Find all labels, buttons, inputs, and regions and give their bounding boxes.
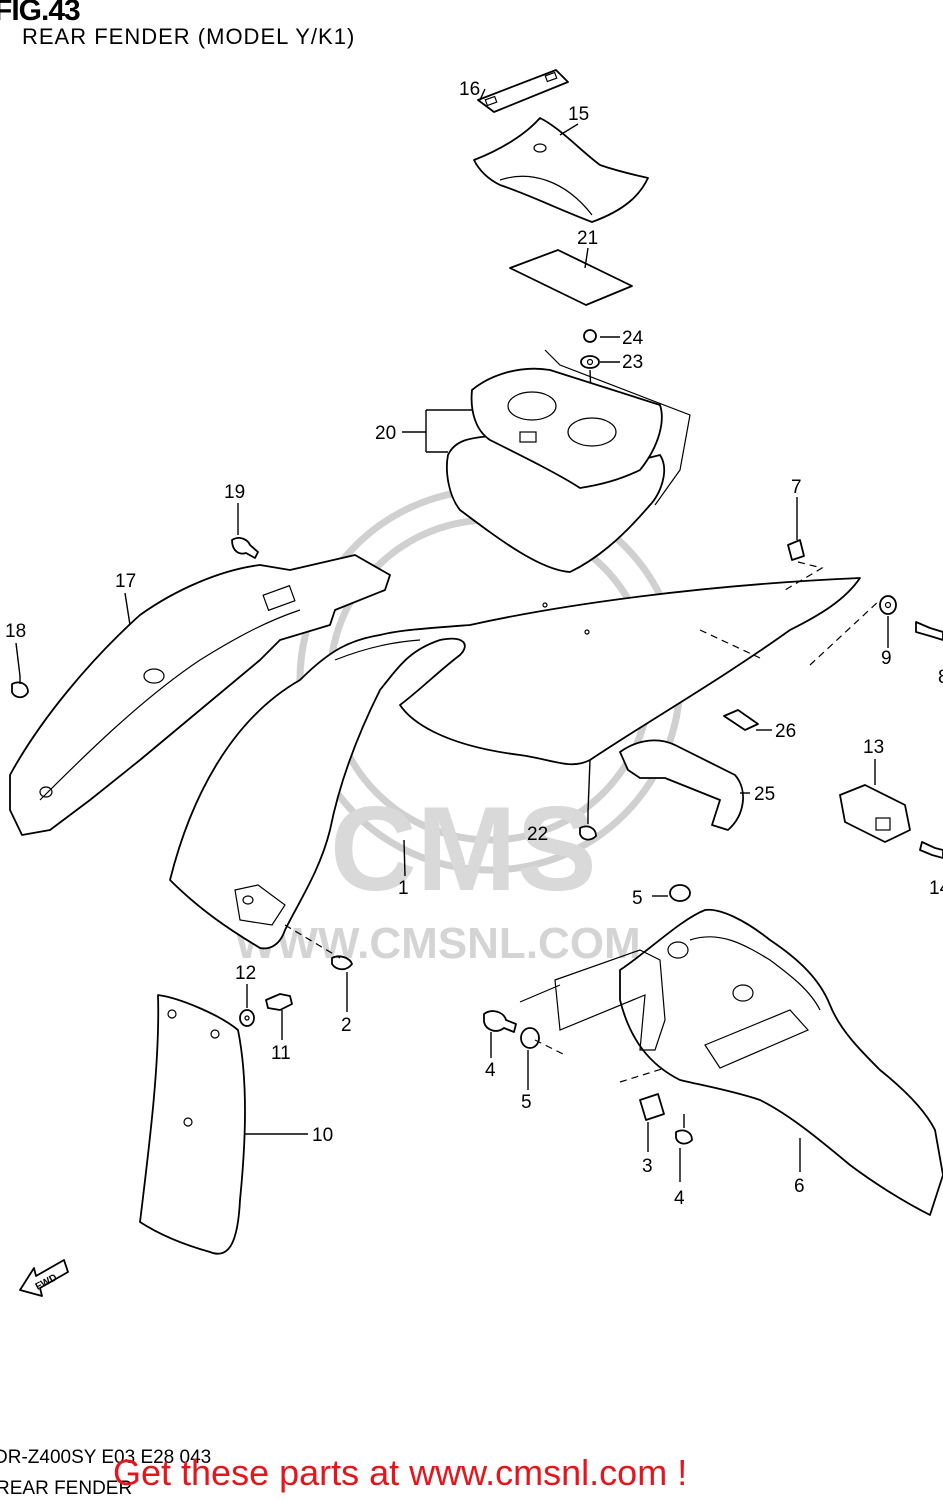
callout-7: 7 [791,477,802,498]
model-code: DR-Z400SY E03 E28 043 [0,1447,212,1468]
callout-25: 25 [754,784,775,805]
callout-26: 26 [775,721,796,742]
part-21-plate[interactable] [509,249,633,306]
part-6-bracket[interactable] [519,908,943,1216]
part-22-bolt[interactable] [579,812,597,841]
watermark: CMS WWW.CMSNL.COM [235,486,684,968]
callout-14: 14 [929,878,943,899]
callout-4a: 4 [485,1060,496,1081]
part-4-bolt-lower[interactable] [675,1114,693,1145]
callout-13: 13 [863,737,884,758]
callout-2: 2 [341,1015,352,1036]
part-23-washer[interactable] [580,355,600,369]
callout-19: 19 [224,482,245,503]
part-5-grommet-lower[interactable] [520,1027,540,1049]
callout-8: 8 [938,667,943,688]
part-18-bolt[interactable] [11,676,29,699]
part-12-washer[interactable] [239,1009,255,1027]
watermark-brand: CMS [330,782,597,916]
watermark-url: WWW.CMSNL.COM [235,919,641,968]
part-5-grommet-upper[interactable] [669,884,691,902]
callout-18: 18 [5,621,26,642]
section-name: REAR FENDER [0,1478,133,1499]
callout-5a: 5 [632,888,643,909]
callout-20: 20 [375,423,396,444]
figure-number: FIG.43 [0,0,81,27]
part-16-strap[interactable] [477,69,569,113]
figure-title: REAR FENDER (MODEL Y/K1) [22,24,356,49]
part-13-relay[interactable] [839,784,911,843]
part-24-nut[interactable] [583,329,597,343]
part-25-handle[interactable] [619,739,744,831]
part-9-washer[interactable] [879,595,897,615]
part-14-bolt[interactable] [919,841,943,859]
part-19-bolt[interactable] [231,537,259,559]
callout-17: 17 [115,571,136,592]
part-2-bolt[interactable] [331,955,353,971]
callout-1: 1 [398,878,409,899]
part-3-nut[interactable] [639,1093,665,1121]
callout-labels: 1 2 3 4 4 5 5 6 7 8 9 10 11 12 13 14 15 … [5,79,943,1209]
part-10-flap[interactable] [139,994,246,1255]
part-15-cover[interactable] [473,117,649,223]
callout-12: 12 [235,963,256,984]
callout-4b: 4 [674,1188,685,1209]
part-1-rear-fender[interactable] [169,577,861,950]
part-20-tray[interactable] [446,349,691,573]
callout-21: 21 [577,228,598,249]
part-26-pad[interactable] [723,709,759,731]
leader-lines [15,88,889,1182]
fwd-arrow-icon: FWD [19,1259,69,1297]
callout-10: 10 [312,1125,333,1146]
callout-16: 16 [459,79,480,100]
callout-9: 9 [881,648,892,669]
callout-3: 3 [642,1156,653,1177]
part-4-bolt-upper[interactable] [483,1010,517,1033]
callout-6: 6 [794,1176,805,1197]
callout-15: 15 [568,104,589,125]
part-17-mudguard[interactable] [9,554,391,836]
part-8-bolt[interactable] [915,621,943,641]
part-11-bolt[interactable] [265,993,293,1011]
part-7-clip[interactable] [787,539,805,561]
callout-23: 23 [622,352,643,373]
callout-24: 24 [622,328,644,349]
callout-5b: 5 [521,1092,532,1113]
callout-22: 22 [527,824,548,845]
alignment-lines [284,561,881,1083]
promo-link[interactable]: Get these parts at www.cmsnl.com ! [113,1452,688,1493]
callout-11: 11 [271,1043,291,1064]
